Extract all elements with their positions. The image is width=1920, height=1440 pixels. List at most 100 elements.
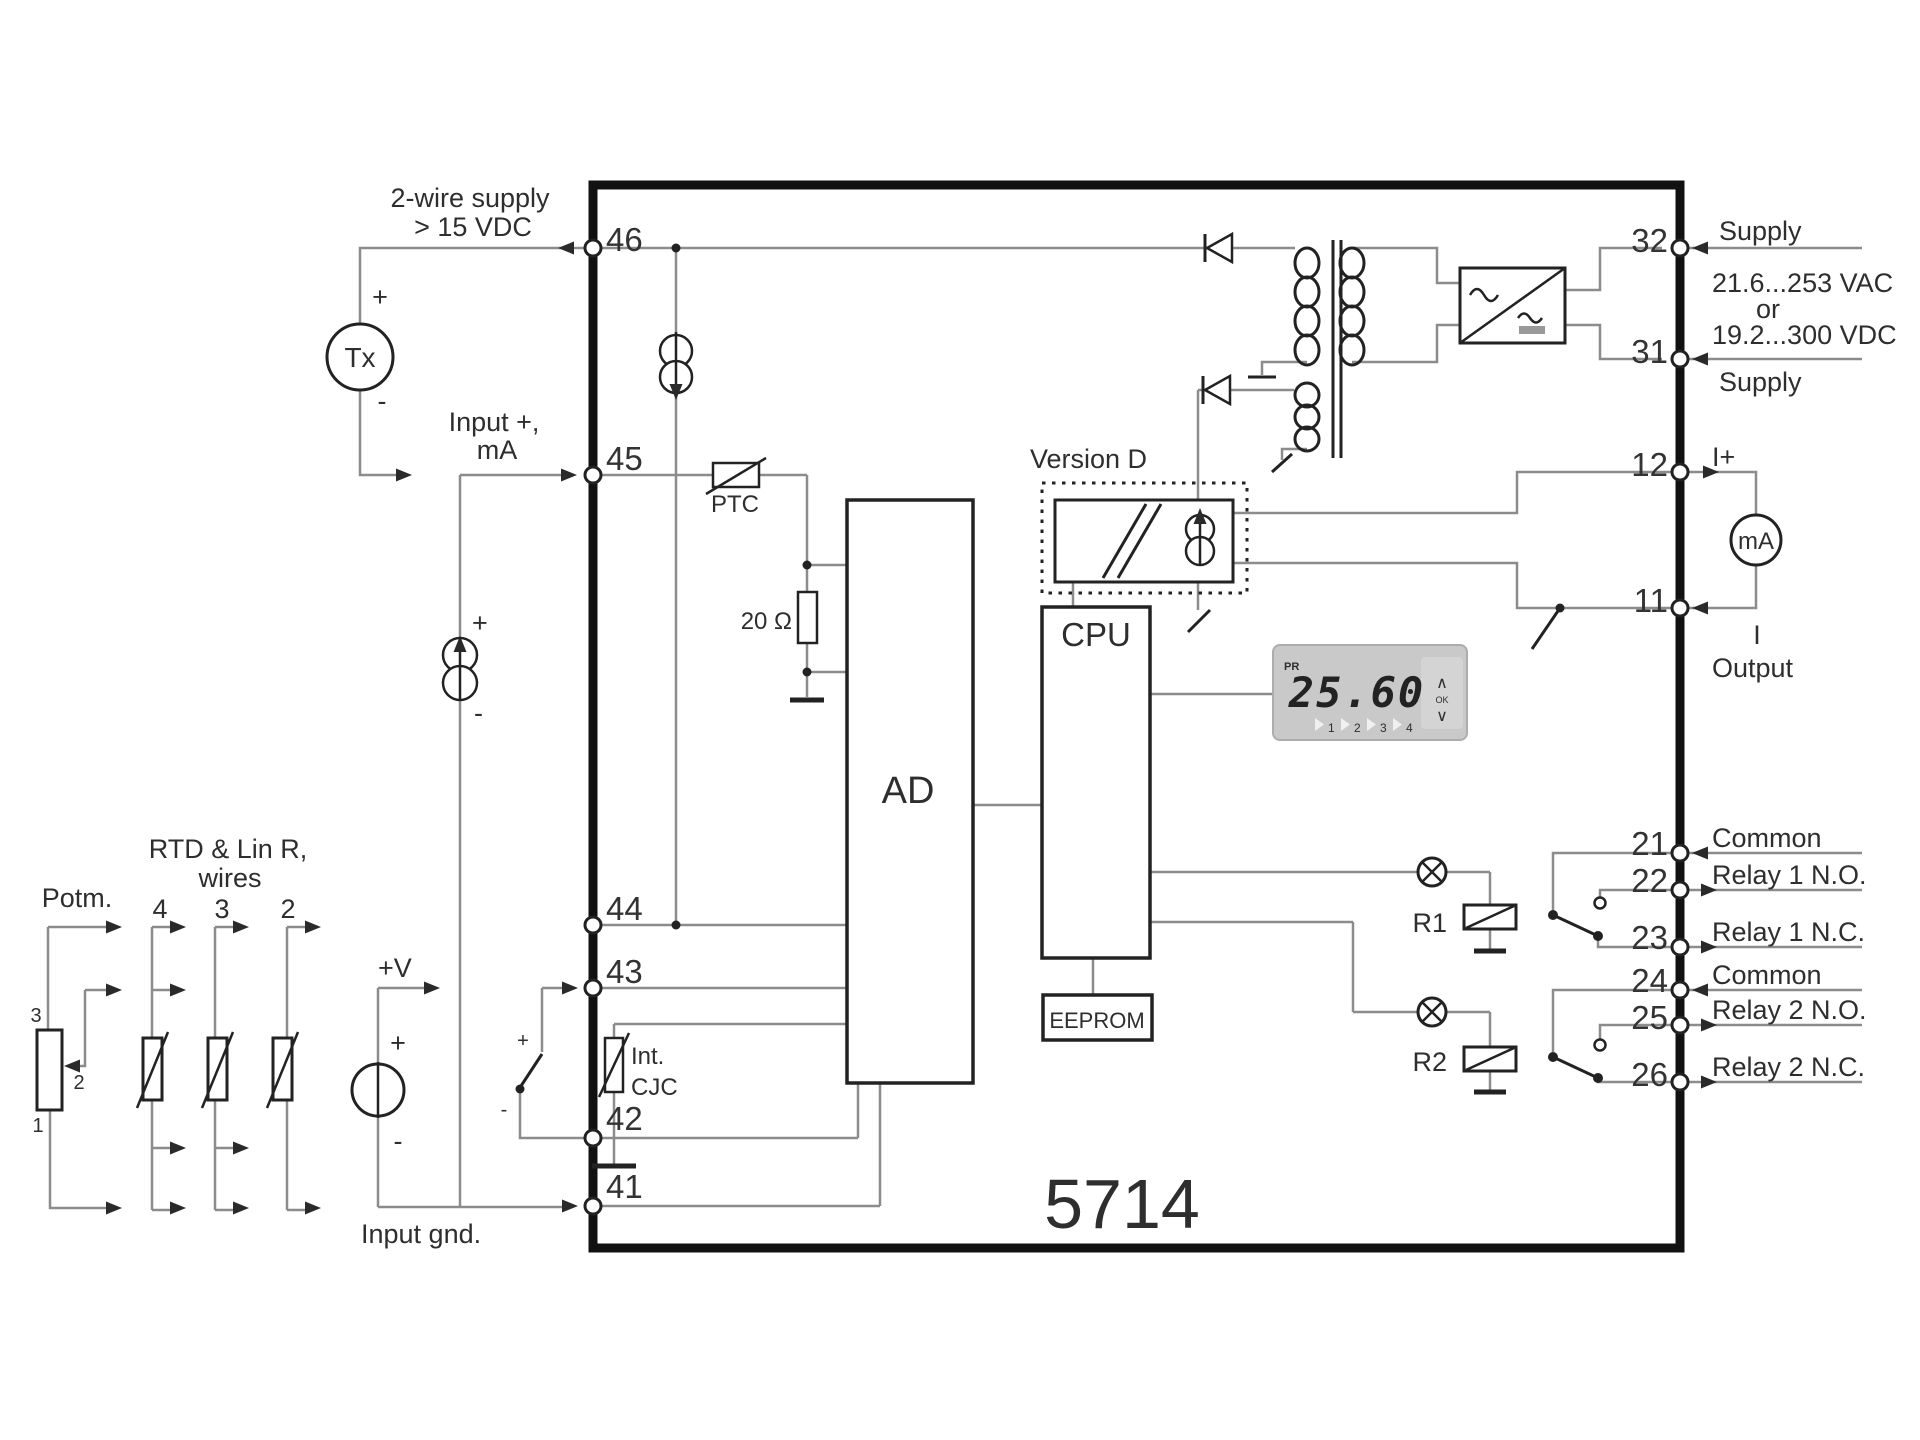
output-switch-icon bbox=[1530, 603, 1565, 650]
relay1-no-label: Relay 1 N.O. bbox=[1712, 860, 1867, 890]
r20-label: 20 Ω bbox=[741, 608, 792, 635]
device-enclosure-box bbox=[588, 180, 1685, 1253]
terminal-12 bbox=[1670, 462, 1690, 482]
transformer-core bbox=[1331, 240, 1343, 458]
terminal-41 bbox=[583, 1196, 603, 1216]
terminal-42-number: 42 bbox=[606, 1100, 643, 1137]
vsource-minus: - bbox=[394, 1126, 403, 1156]
relay1-common-label: Common bbox=[1712, 823, 1822, 853]
tx-minus: - bbox=[378, 386, 387, 416]
wires-4-label: 4 bbox=[152, 894, 167, 924]
cpu-block: CPU bbox=[1040, 605, 1152, 960]
dc-bar bbox=[1519, 326, 1545, 334]
input-gnd-label: Input gnd. bbox=[361, 1219, 481, 1249]
rtd-heading-2: wires bbox=[197, 863, 261, 893]
terminal-45-number: 45 bbox=[606, 440, 643, 477]
terminal-43 bbox=[583, 978, 603, 998]
ptc-icon: PTC bbox=[705, 456, 767, 518]
terminal-46 bbox=[583, 238, 603, 258]
two-wire-supply-label-2: > 15 VDC bbox=[414, 212, 532, 242]
ma-meter-label: mA bbox=[1738, 528, 1774, 555]
display-logo: PR bbox=[1284, 661, 1299, 673]
tc-minus: - bbox=[501, 1099, 508, 1121]
junction-dot bbox=[671, 243, 681, 253]
vsource-plus: + bbox=[390, 1028, 406, 1058]
display-indicators: 1 2 3 4 bbox=[1315, 718, 1413, 735]
pot-pin1: 1 bbox=[32, 1115, 43, 1137]
indicator-4: 4 bbox=[1406, 721, 1413, 735]
terminals-left bbox=[583, 238, 603, 1216]
terminals-right bbox=[1670, 238, 1690, 1092]
terminal-26-number: 26 bbox=[1631, 1056, 1668, 1093]
left-labels: 2-wire supply > 15 VDC Input +, mA RTD &… bbox=[42, 183, 550, 1249]
ptc-label: PTC bbox=[711, 491, 759, 518]
terminal-26 bbox=[1670, 1072, 1690, 1092]
indicator-1: 1 bbox=[1328, 721, 1335, 735]
terminal-22-number: 22 bbox=[1631, 862, 1668, 899]
rtd-heading-1: RTD & Lin R, bbox=[149, 834, 308, 864]
relay1-nc-label: Relay 1 N.C. bbox=[1712, 917, 1865, 947]
i-output-label-1: I bbox=[1753, 620, 1761, 650]
terminal-23-number: 23 bbox=[1631, 919, 1668, 956]
wires-3-label: 3 bbox=[214, 894, 229, 924]
terminal-46-number: 46 bbox=[606, 221, 643, 258]
source-plus: + bbox=[472, 608, 488, 638]
ac-dc-converter-icon bbox=[1458, 266, 1567, 345]
relay1-driver: R1 bbox=[1412, 856, 1518, 954]
tx-transmitter-icon: Tx + - bbox=[325, 282, 395, 416]
terminal-21-number: 21 bbox=[1631, 825, 1668, 862]
voltage-range-vdc: 19.2...300 VDC bbox=[1712, 320, 1897, 350]
version-d-module: Version D bbox=[1030, 444, 1249, 634]
plus-v-label: +V bbox=[378, 953, 412, 983]
terminal-24-number: 24 bbox=[1631, 962, 1668, 999]
tc-input-switch-icon: + - bbox=[501, 1030, 544, 1121]
display-down-icon: ∨ bbox=[1436, 708, 1448, 725]
terminal-24 bbox=[1670, 980, 1690, 1000]
relay1-contact-icon bbox=[1548, 896, 1607, 941]
terminal-22 bbox=[1670, 880, 1690, 900]
ma-meter-icon: mA bbox=[1729, 513, 1783, 567]
relay2-contact-icon bbox=[1548, 1038, 1607, 1083]
shunt-resistor-icon: 20 Ω bbox=[741, 560, 824, 703]
input-plus-label-2: mA bbox=[477, 435, 518, 465]
version-d-dotted-box bbox=[1040, 481, 1249, 595]
terminal-11-number: 11 bbox=[1634, 582, 1668, 619]
source-minus: - bbox=[474, 698, 483, 728]
display-panel: PR 25.60 ∧ OK ∨ 1 2 3 4 bbox=[1272, 644, 1468, 741]
terminal-31-number: 31 bbox=[1631, 333, 1668, 370]
arrowheads bbox=[64, 241, 1719, 1215]
right-labels: Supply 21.6...253 VAC or 19.2...300 VDC … bbox=[1712, 216, 1897, 1082]
voltage-source-icon: + - bbox=[350, 1028, 406, 1156]
relay2-nc-label: Relay 2 N.C. bbox=[1712, 1052, 1865, 1082]
cjc-label-1: Int. bbox=[631, 1043, 664, 1070]
supply-top-label: Supply bbox=[1719, 216, 1802, 246]
terminal-31 bbox=[1670, 349, 1690, 369]
input-plus-label-1: Input +, bbox=[449, 407, 540, 437]
supply-bottom-label: Supply bbox=[1719, 367, 1802, 397]
isolation-icon bbox=[1101, 503, 1163, 579]
terminal-numbers: 46 45 44 43 42 41 32 31 12 11 21 22 23 2… bbox=[606, 221, 1668, 1205]
terminal-21 bbox=[1670, 843, 1690, 863]
i-output-label-2: Output bbox=[1712, 653, 1794, 683]
ma-current-source-icon: + - bbox=[441, 608, 488, 728]
relay2-no-label: Relay 2 N.O. bbox=[1712, 995, 1867, 1025]
tx-label: Tx bbox=[344, 342, 375, 373]
pot-pin2: 2 bbox=[73, 1072, 84, 1094]
r1-label: R1 bbox=[1412, 908, 1447, 938]
tx-plus: + bbox=[372, 282, 388, 312]
eeprom-block: EEPROM bbox=[1041, 993, 1154, 1042]
r2-label: R2 bbox=[1412, 1047, 1447, 1077]
terminal-32-number: 32 bbox=[1631, 222, 1668, 259]
indicator-3: 3 bbox=[1380, 721, 1387, 735]
eeprom-label: EEPROM bbox=[1049, 1008, 1144, 1033]
terminal-44 bbox=[583, 915, 603, 935]
terminal-23 bbox=[1670, 937, 1690, 957]
terminal-41-number: 41 bbox=[606, 1168, 643, 1205]
terminal-43-number: 43 bbox=[606, 953, 643, 990]
terminal-25-number: 25 bbox=[1631, 999, 1668, 1036]
terminal-42 bbox=[583, 1128, 603, 1148]
pot-pin3: 3 bbox=[30, 1005, 41, 1027]
junction-dot bbox=[671, 920, 681, 930]
voltage-range-or: or bbox=[1756, 294, 1780, 324]
